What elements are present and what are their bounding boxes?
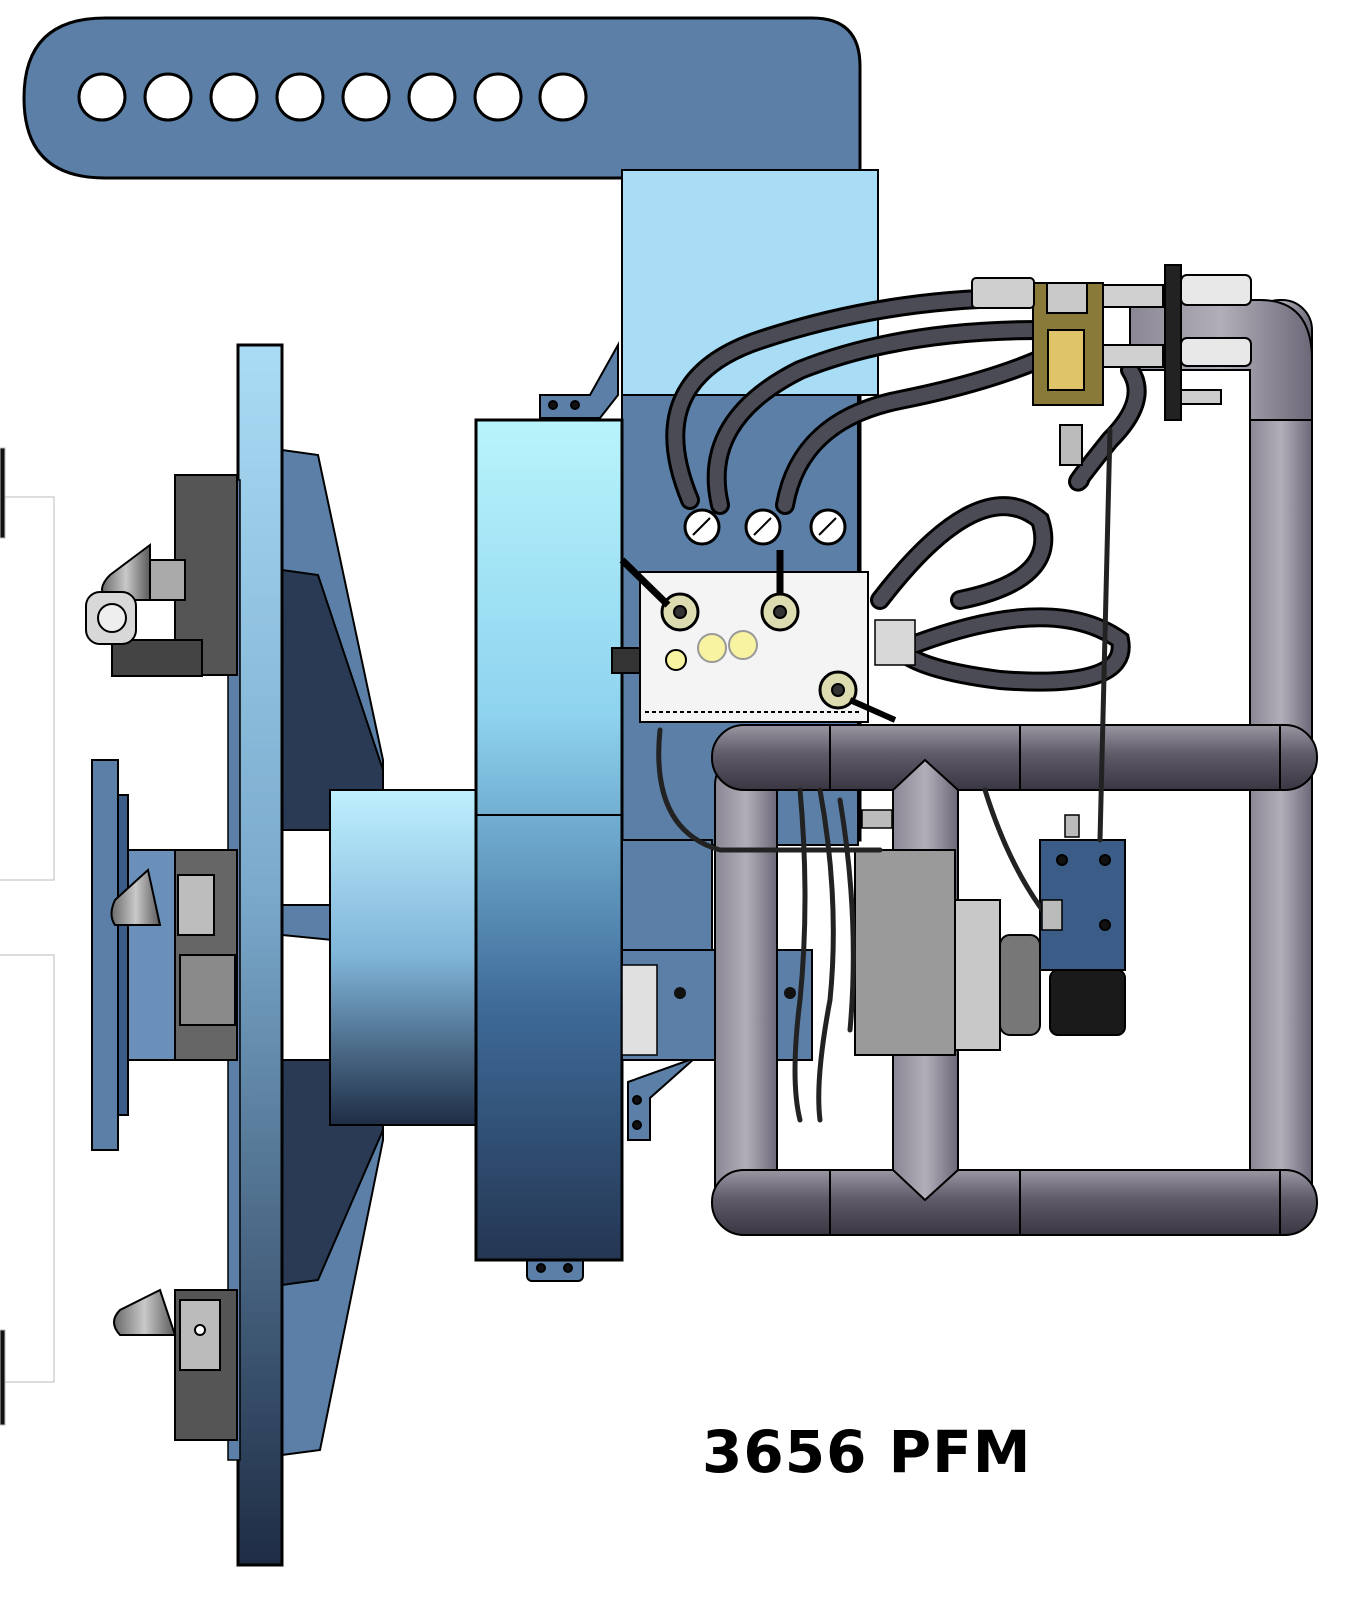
fitting-icon (971, 264, 1252, 466)
bolt-hole-icon (143, 72, 193, 122)
tool-head-top (85, 474, 238, 677)
bolt-hole-icon (77, 72, 127, 122)
gauge-icon (818, 670, 858, 710)
hydraulic-motor (854, 839, 1126, 1056)
gauge-icon (660, 592, 700, 632)
hub-plate (227, 343, 481, 1567)
gauge-icon (760, 592, 800, 632)
hydraulic-hoses (656, 288, 1147, 1123)
reference-lines (0, 447, 55, 1426)
bolt-hole-icon (407, 72, 457, 122)
hydraulic-valve-block (611, 508, 897, 723)
tool-heads (85, 474, 238, 1441)
tool-head-middle (91, 759, 238, 1151)
fitting-icon (861, 619, 1080, 931)
bolt-hole-icon (275, 72, 325, 122)
model-label: 3656 PFM (702, 1418, 1032, 1486)
gauge-icon (809, 508, 847, 546)
bolt-hole-icon (209, 72, 259, 122)
bolt-hole-icon (341, 72, 391, 122)
bolt-hole-icon (473, 72, 523, 122)
bolt-hole-icon (538, 72, 588, 122)
tool-head-bottom (113, 1288, 238, 1441)
gauge-icon (744, 508, 782, 546)
gauge-icon (683, 508, 721, 546)
